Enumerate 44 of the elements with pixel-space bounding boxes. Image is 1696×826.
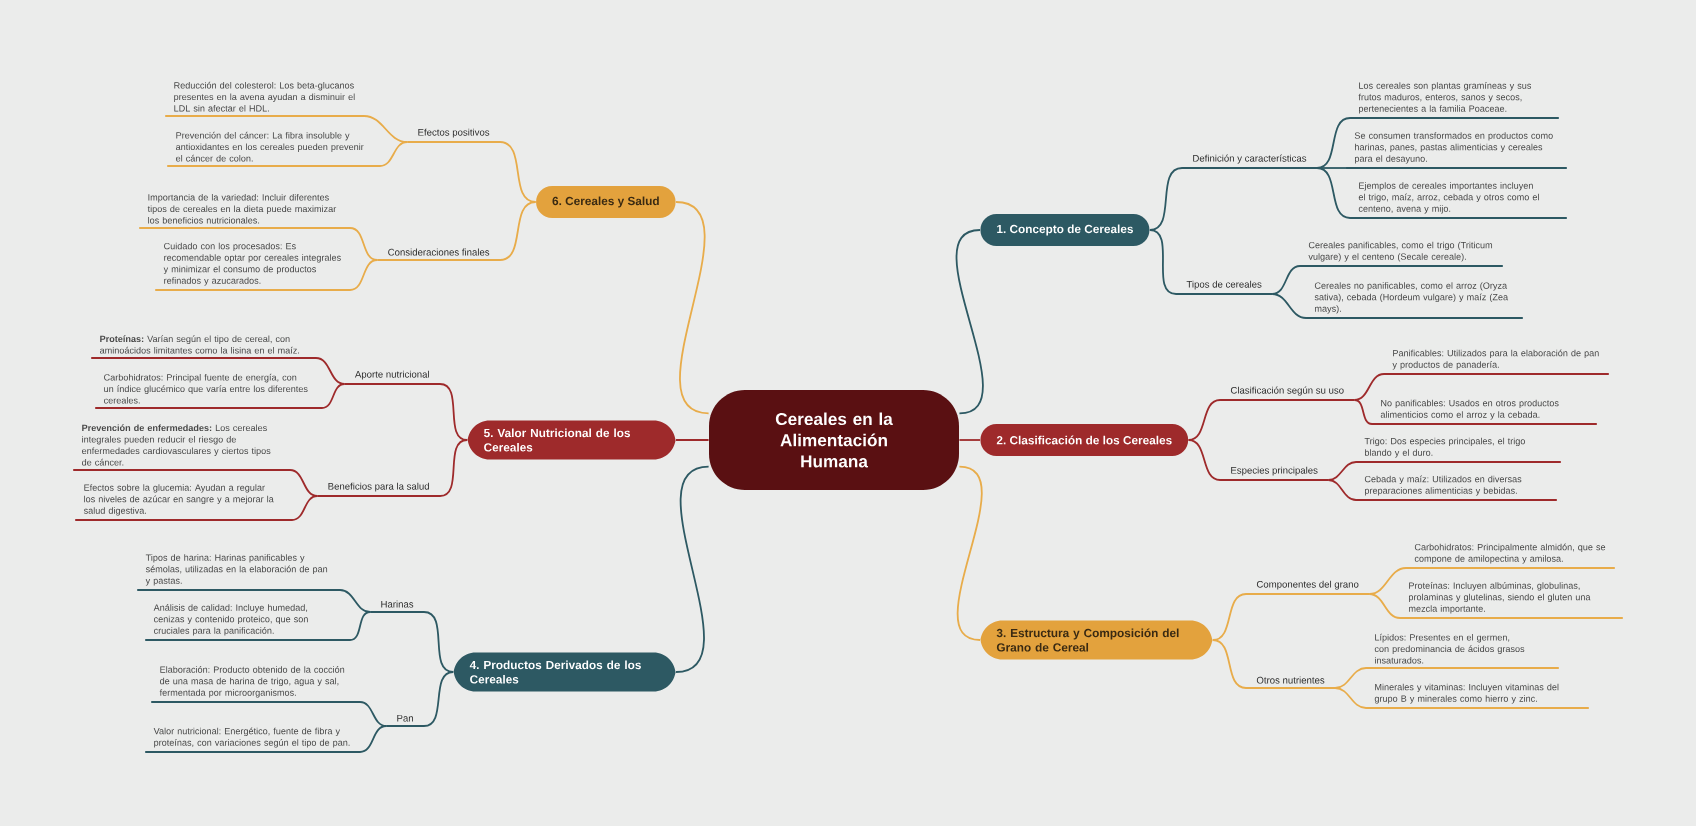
connector-line: [675, 201, 710, 415]
connector-line: [349, 259, 379, 291]
connector-line: [1334, 667, 1367, 689]
connector-line: [958, 439, 981, 441]
connector-line: [291, 495, 319, 521]
connector-line: [1148, 167, 1183, 231]
connector-line: [1353, 399, 1373, 425]
connector-line: [1271, 265, 1301, 295]
connector-line: [1327, 479, 1357, 501]
connector-line: [1316, 167, 1351, 219]
connector-line: [1187, 399, 1221, 441]
connector-line: [439, 383, 469, 441]
connector-line: [339, 589, 372, 613]
connector-line: [359, 701, 388, 727]
connector-line: [675, 439, 710, 441]
connector-line: [1353, 373, 1385, 401]
connector-line: [1148, 229, 1177, 295]
connector-line: [1368, 567, 1407, 595]
connector-line: [423, 671, 455, 727]
connector-line: [349, 227, 379, 261]
central-topic-box: Cereales en la Alimentación Humana: [709, 390, 959, 490]
connector-line: [359, 725, 388, 753]
connector-line: [1334, 687, 1367, 709]
connector-line: [1327, 461, 1357, 481]
connector-line: [1368, 593, 1401, 619]
connector-line: [1316, 167, 1347, 169]
connector-line: [439, 439, 469, 497]
connector-line: [955, 229, 984, 415]
connector-line: [363, 115, 409, 143]
connector-line: [499, 201, 537, 261]
connector-line: [675, 465, 710, 673]
connector-line: [349, 611, 372, 641]
connector-line: [1316, 117, 1351, 169]
connector-line: [956, 465, 983, 641]
connector-line: [1211, 639, 1247, 689]
connector-line: [315, 357, 346, 385]
connector-line: [379, 141, 409, 167]
connector-line: [321, 383, 346, 409]
connector-line: [423, 611, 455, 673]
connector-line: [1187, 439, 1221, 481]
connector-line: [289, 469, 319, 497]
connector-line: [1211, 593, 1247, 641]
connector-line: [499, 141, 537, 203]
connector-line: [1271, 293, 1307, 319]
